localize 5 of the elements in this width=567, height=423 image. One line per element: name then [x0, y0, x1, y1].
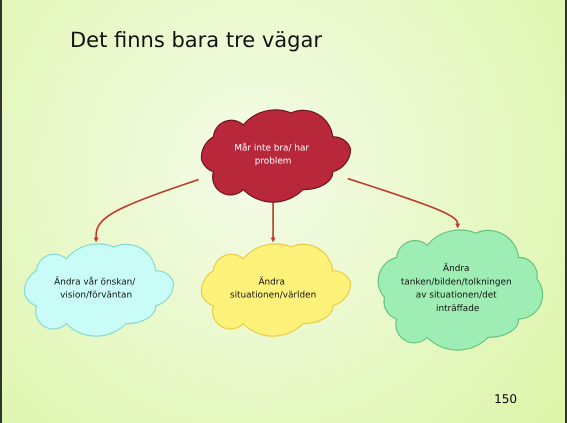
arrow	[347, 178, 460, 228]
slide-title: Det finns bara tre vägar	[70, 28, 322, 52]
arrow	[270, 200, 276, 242]
arrow	[94, 178, 199, 242]
page-number: 150	[494, 392, 517, 406]
